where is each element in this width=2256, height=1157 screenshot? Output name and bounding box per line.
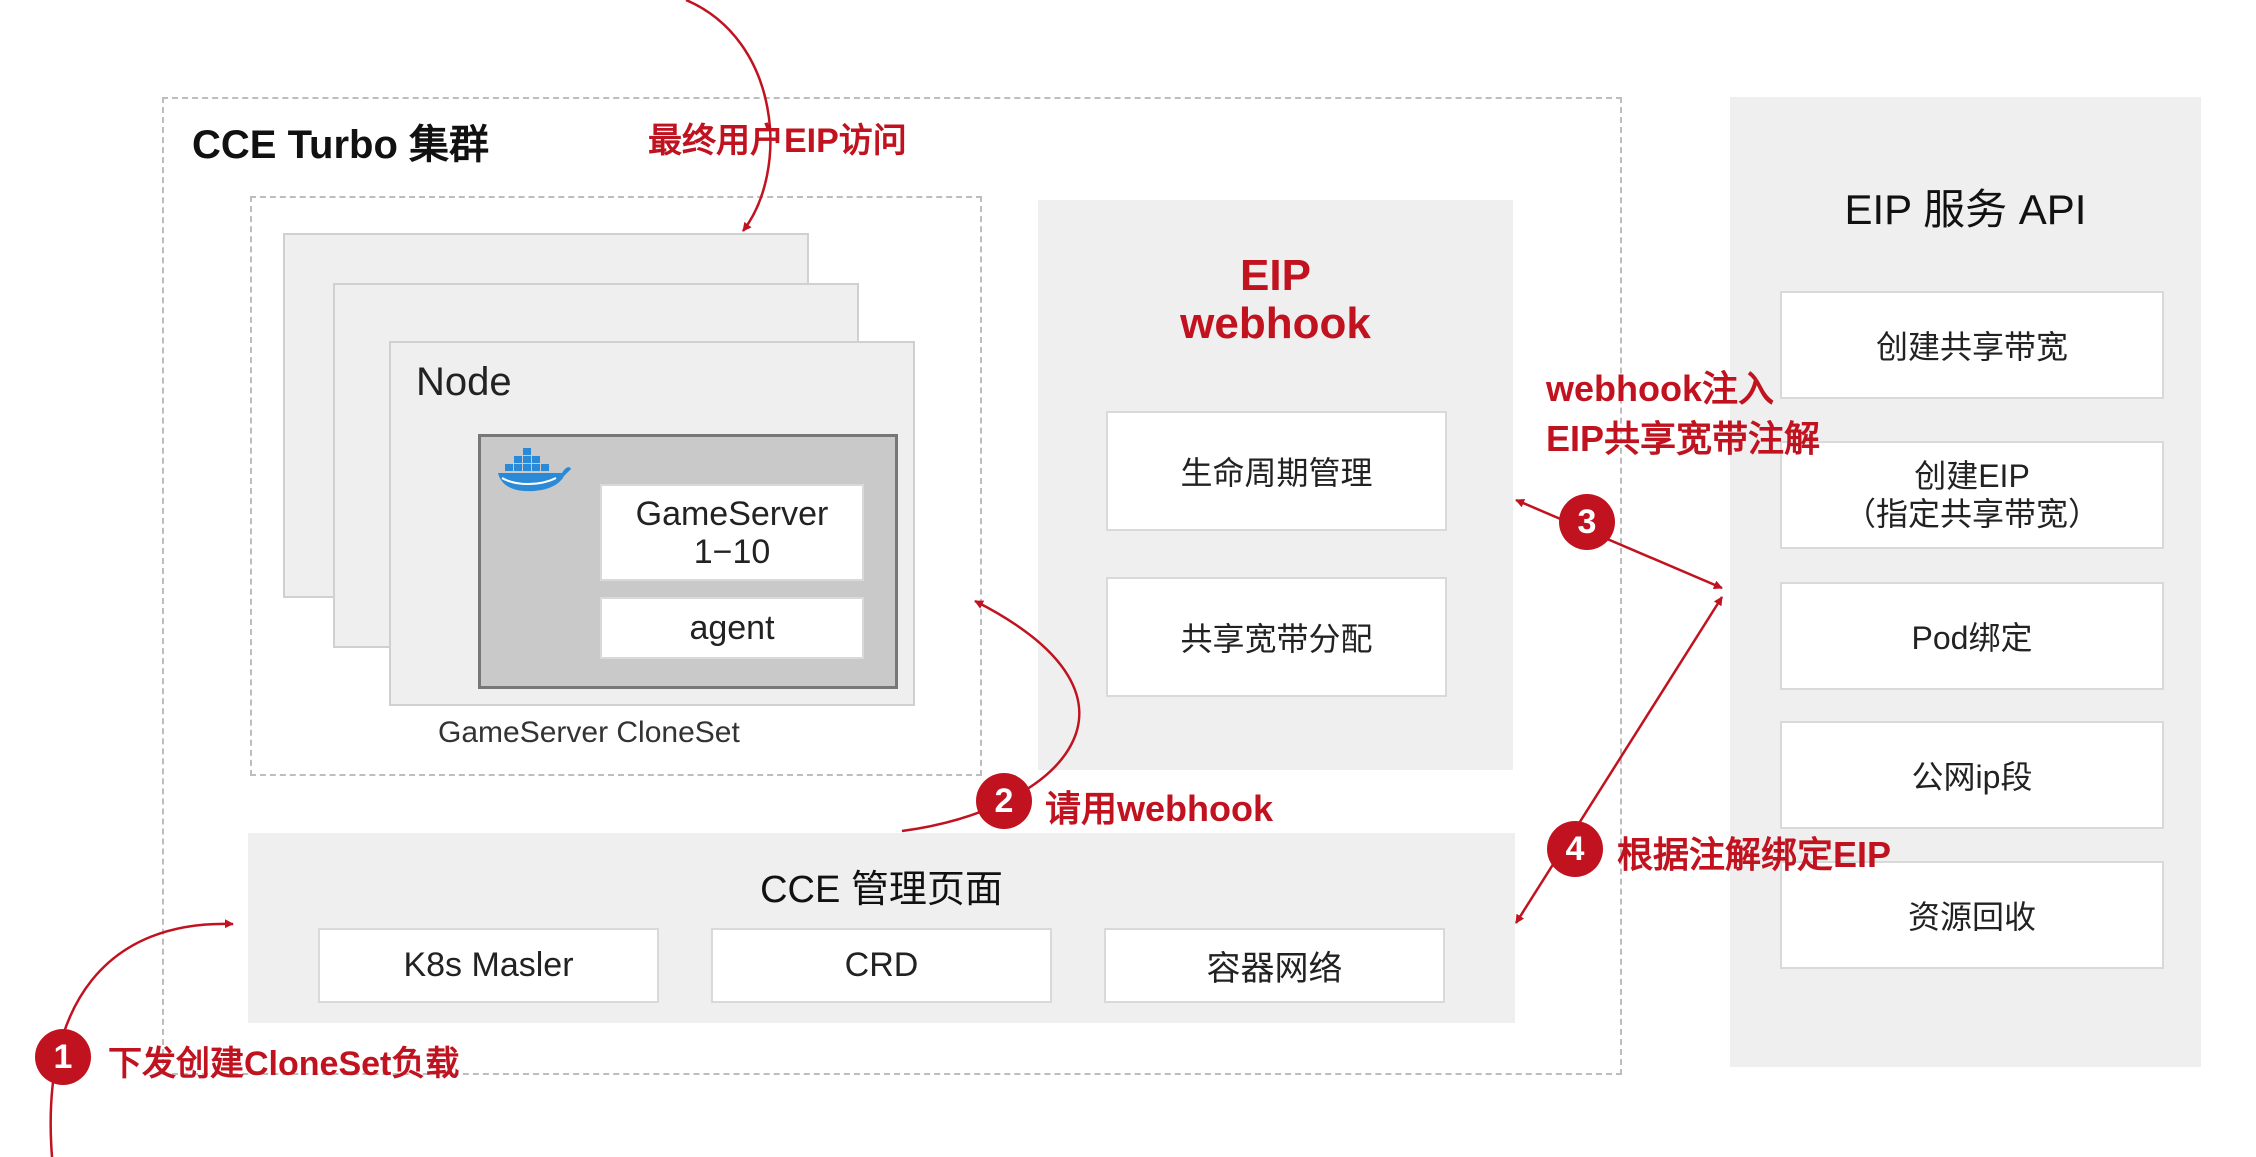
api-item-public-ip-range: 公网ip段 [1780,721,2164,829]
step4-label: 根据注解绑定EIP [1617,834,1892,875]
arrow-step4 [1514,596,1724,924]
cloneset-label: GameServer CloneSet [438,716,740,749]
arrow-step1 [49,919,234,1157]
step3-label: webhook注入 EIP共享宽带注解 [1546,364,1820,464]
api-item-resource-reclaim: 资源回收 [1780,861,2164,969]
api-item-pod-binding: Pod绑定 [1780,582,2164,690]
cluster-title: CCE Turbo 集群 [192,123,490,167]
cloneset-boundary [250,196,982,776]
console-item-container-network: 容器网络 [1104,928,1445,1003]
step3-label-line1: webhook注入 [1546,368,1775,409]
api-item-create-eip: 创建EIP （指定共享带宽） [1780,441,2164,549]
gameserver-name: GameServer [635,494,829,533]
step2-badge: 2 [976,773,1032,829]
eip-webhook-title-line2: webhook [1180,299,1371,348]
cce-console-title: CCE 管理页面 [760,869,1003,911]
step1-label: 下发创建CloneSet负载 [108,1045,460,1083]
arrow-step3 [1515,498,1723,590]
end-user-access-label: 最终用户EIP访问 [648,122,907,160]
api-item-create-shared-bandwidth: 创建共享带宽 [1780,291,2164,399]
node-label: Node [416,360,512,404]
arrow-step2 [901,599,1081,833]
api-item-create-eip-line1: 创建EIP [1914,458,2030,494]
step1-badge: 1 [35,1029,91,1085]
agent-card: agent [600,597,864,659]
console-item-crd: CRD [711,928,1052,1003]
eip-service-api-title: EIP 服务 API [1844,186,2087,233]
gameserver-card: GameServer 1−10 [600,484,864,581]
docker-whale-icon [498,448,571,492]
step3-label-line2: EIP共享宽带注解 [1546,418,1821,459]
step2-label: 请用webhook [1045,788,1274,829]
webhook-item-bandwidth: 共享宽带分配 [1106,577,1447,697]
gameserver-range: 1−10 [693,532,771,571]
arrow-end-user-access [685,0,772,232]
api-item-create-eip-line2: （指定共享带宽） [1843,496,2100,532]
eip-webhook-title: EIP webhook [1038,252,1513,348]
webhook-item-lifecycle: 生命周期管理 [1106,411,1447,531]
eip-webhook-title-line1: EIP [1240,251,1311,300]
step4-badge: 4 [1547,821,1603,877]
step3-badge: 3 [1559,494,1615,550]
console-item-k8s-master: K8s Masler [318,928,659,1003]
